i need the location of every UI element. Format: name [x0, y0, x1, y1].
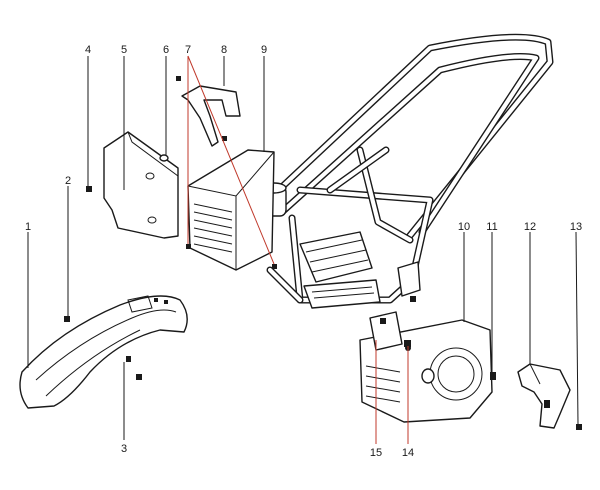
- callout-11: 11: [486, 221, 497, 233]
- callout-9: 9: [261, 44, 267, 56]
- callout-1: 1: [25, 221, 31, 233]
- bolt-part-7c: [186, 244, 191, 249]
- bolt-part-7a: [176, 76, 181, 81]
- callout-8: 8: [221, 44, 227, 56]
- callout-5: 5: [121, 44, 127, 56]
- bolt-part-11: [490, 372, 496, 380]
- washer-part-6: [159, 154, 169, 162]
- callout-labels: 1 2 3 4 5 6 7 8 9 10 11 12 13 14 15: [25, 44, 582, 459]
- mounting-bracket: [181, 85, 241, 147]
- callout-3: 3: [121, 443, 127, 455]
- bolt-part-14: [404, 340, 411, 347]
- leader-lines: [27, 55, 579, 444]
- callout-2: 2: [65, 175, 71, 187]
- bolt-part-7d: [272, 264, 277, 269]
- bolt-part-2: [64, 316, 70, 322]
- bolt-part-3b: [136, 374, 142, 380]
- bolt-part-3a: [126, 356, 131, 362]
- front-fender: [19, 295, 188, 409]
- callout-13: 13: [570, 221, 582, 233]
- callout-10: 10: [458, 221, 470, 233]
- air-box: [187, 149, 275, 271]
- bolt-part-4: [86, 186, 92, 192]
- side-cover: [359, 311, 493, 423]
- callout-7: 7: [185, 44, 191, 56]
- bolt-part-13: [576, 424, 582, 430]
- callout-4: 4: [85, 44, 91, 56]
- number-plate: [103, 131, 179, 239]
- callout-14: 14: [402, 447, 414, 459]
- callout-12: 12: [524, 221, 536, 233]
- bolts: [64, 76, 582, 430]
- chain-guard: [517, 363, 571, 429]
- frame-chassis: [261, 33, 554, 309]
- bolt-part-7b: [222, 136, 227, 141]
- callout-15: 15: [370, 447, 382, 459]
- callout-6: 6: [163, 44, 169, 56]
